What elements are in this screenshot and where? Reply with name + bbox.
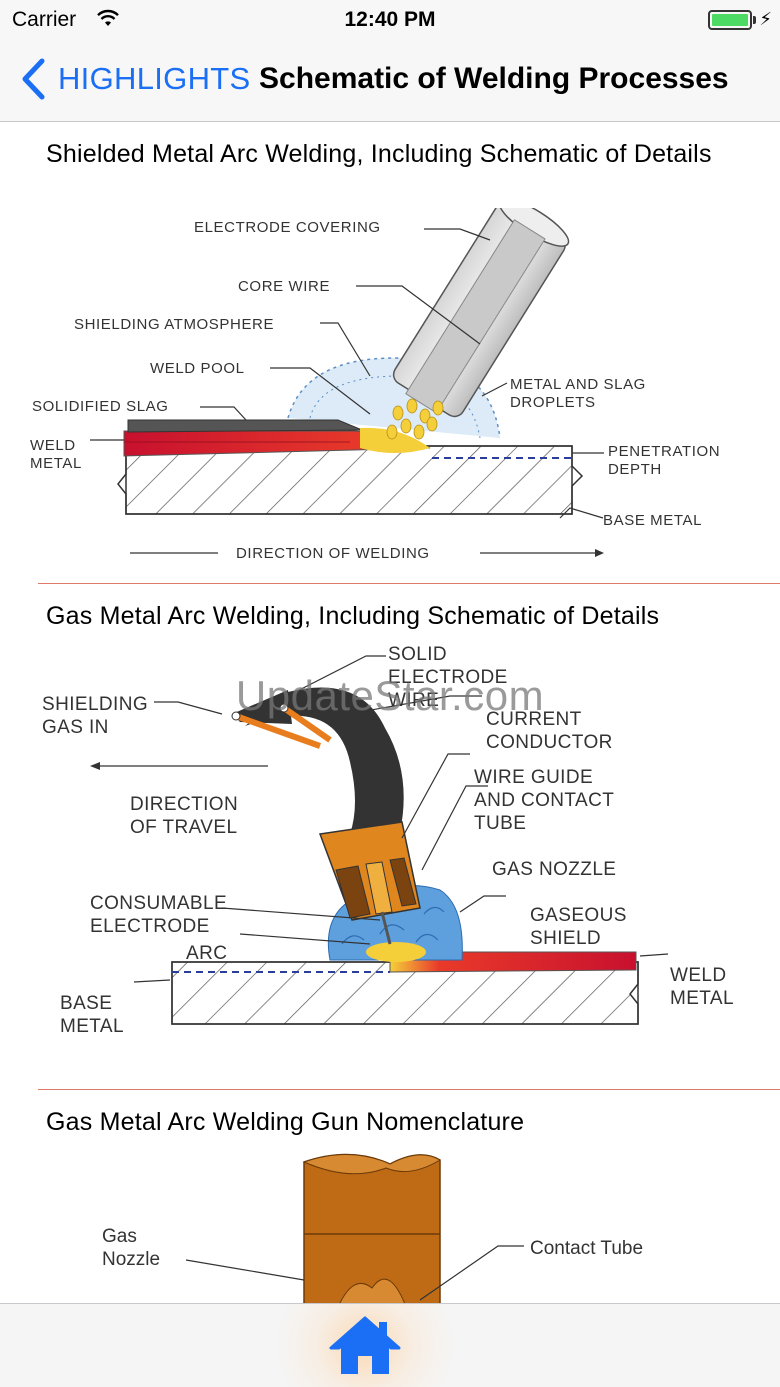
carrier-label: Carrier [12, 8, 77, 31]
svg-text:SHIELD: SHIELD [530, 928, 601, 949]
label-arc: ARC [186, 943, 227, 964]
svg-text:WIRE: WIRE [388, 690, 439, 711]
navigation-bar: HIGHLIGHTS Schematic of Welding Processe… [0, 40, 780, 122]
label-weld-metal: WELD [670, 965, 727, 986]
svg-text:DROPLETS: DROPLETS [510, 394, 596, 411]
label-gas-nozzle: GAS NOZZLE [492, 859, 616, 880]
gun-nomenclature-diagram: Gas Nozzle Contact Tube [102, 1153, 643, 1303]
svg-text:OF TRAVEL: OF TRAVEL [130, 817, 237, 838]
label-gaseous-shield: GASEOUS [530, 905, 627, 926]
status-bar: Carrier 12:40 PM ⚡ [0, 0, 780, 40]
section-gas-metal-arc: Gas Metal Arc Welding, Including Schemat… [0, 584, 780, 1090]
section-shielded-metal-arc: Shielded Metal Arc Welding, Including Sc… [0, 122, 780, 584]
svg-text:METAL: METAL [670, 988, 734, 1009]
svg-text:CONDUCTOR: CONDUCTOR [486, 732, 613, 753]
svg-text:METAL: METAL [30, 455, 82, 472]
svg-text:ELECTRODE: ELECTRODE [90, 916, 210, 937]
section-gun-nomenclature: Gas Metal Arc Welding Gun Nomenclature G… [0, 1090, 780, 1303]
content-scroll[interactable]: Shielded Metal Arc Welding, Including Sc… [0, 122, 780, 1303]
label-core-wire: CORE WIRE [238, 278, 330, 295]
svg-text:Nozzle: Nozzle [102, 1249, 160, 1270]
smaw-diagram: ELECTRODE COVERING CORE WIRE SHIELDING A… [30, 208, 720, 562]
label-contact-tube: Contact Tube [530, 1238, 643, 1259]
label-solid-electrode-wire: SOLID [388, 644, 447, 665]
page-title: Schematic of Welding Processes [259, 62, 729, 95]
watermark: UpdateStar.com [235, 672, 545, 719]
label-weld-metal: WELD [30, 437, 76, 454]
section-heading: Gas Metal Arc Welding, Including Schemat… [46, 602, 660, 630]
label-shielding-atmosphere: SHIELDING ATMOSPHERE [74, 316, 274, 333]
wifi-icon [97, 9, 119, 26]
home-icon[interactable] [327, 1314, 403, 1378]
clock: 12:40 PM [344, 8, 436, 31]
label-penetration-depth: PENETRATION [608, 443, 720, 460]
label-wire-guide: WIRE GUIDE [474, 767, 593, 788]
label-base-metal: BASE [60, 993, 112, 1014]
svg-text:ELECTRODE: ELECTRODE [388, 667, 508, 688]
label-electrode-covering: ELECTRODE COVERING [194, 219, 381, 236]
label-weld-pool: WELD POOL [150, 360, 245, 377]
label-shielding-gas-in: SHIELDING [42, 694, 148, 715]
back-button-label: HIGHLIGHTS [58, 61, 251, 96]
battery-icon [708, 10, 752, 30]
section-heading: Gas Metal Arc Welding Gun Nomenclature [46, 1108, 525, 1136]
svg-text:TUBE: TUBE [474, 813, 526, 834]
svg-text:AND CONTACT: AND CONTACT [474, 790, 614, 811]
label-current-conductor: CURRENT [486, 709, 582, 730]
tab-bar [0, 1303, 780, 1387]
label-consumable-electrode: CONSUMABLE [90, 893, 227, 914]
svg-text:GAS IN: GAS IN [42, 717, 109, 738]
svg-text:METAL: METAL [60, 1016, 124, 1037]
gmaw-diagram: SHIELDING GAS IN SOLID ELECTRODE WIRE CU… [42, 644, 734, 1037]
back-button[interactable]: HIGHLIGHTS [20, 58, 250, 100]
label-direction-of-travel: DIRECTION [130, 794, 238, 815]
chevron-left-icon [22, 58, 45, 100]
charging-bolt-icon: ⚡ [759, 9, 772, 29]
label-metal-slag-droplets: METAL AND SLAG [510, 376, 646, 393]
section-divider [38, 583, 780, 584]
section-divider [38, 1089, 780, 1090]
label-gas-nozzle: Gas [102, 1226, 137, 1247]
label-base-metal: BASE METAL [603, 512, 702, 529]
svg-text:DEPTH: DEPTH [608, 461, 662, 478]
label-direction-of-welding: DIRECTION OF WELDING [236, 545, 430, 562]
label-solidified-slag: SOLIDIFIED SLAG [32, 398, 169, 415]
section-heading: Shielded Metal Arc Welding, Including Sc… [46, 140, 712, 168]
